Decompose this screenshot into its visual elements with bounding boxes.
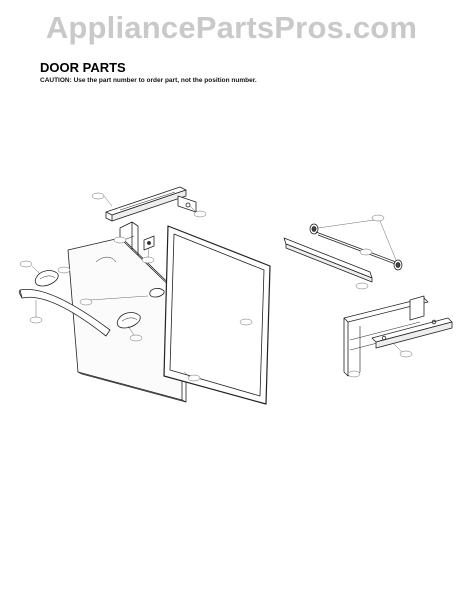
handle-cap-left bbox=[34, 270, 59, 287]
top-rail-bracket bbox=[105, 186, 197, 222]
handle-cap-right bbox=[116, 312, 141, 329]
caution-note: CAUTION: Use the part number to order pa… bbox=[40, 77, 257, 84]
right-hinge-bracket bbox=[343, 295, 429, 377]
door-gasket bbox=[163, 225, 271, 405]
handle-cap-inner bbox=[149, 288, 165, 298]
slide-rail-long bbox=[283, 237, 373, 283]
site-watermark: AppliancePartsPros.com bbox=[45, 10, 418, 45]
door-clip bbox=[143, 235, 155, 251]
rail-roller-assembly bbox=[309, 223, 403, 271]
page-title: DOOR PARTS bbox=[40, 60, 126, 75]
door-handle bbox=[18, 288, 111, 337]
slide-rail-short bbox=[371, 317, 453, 349]
